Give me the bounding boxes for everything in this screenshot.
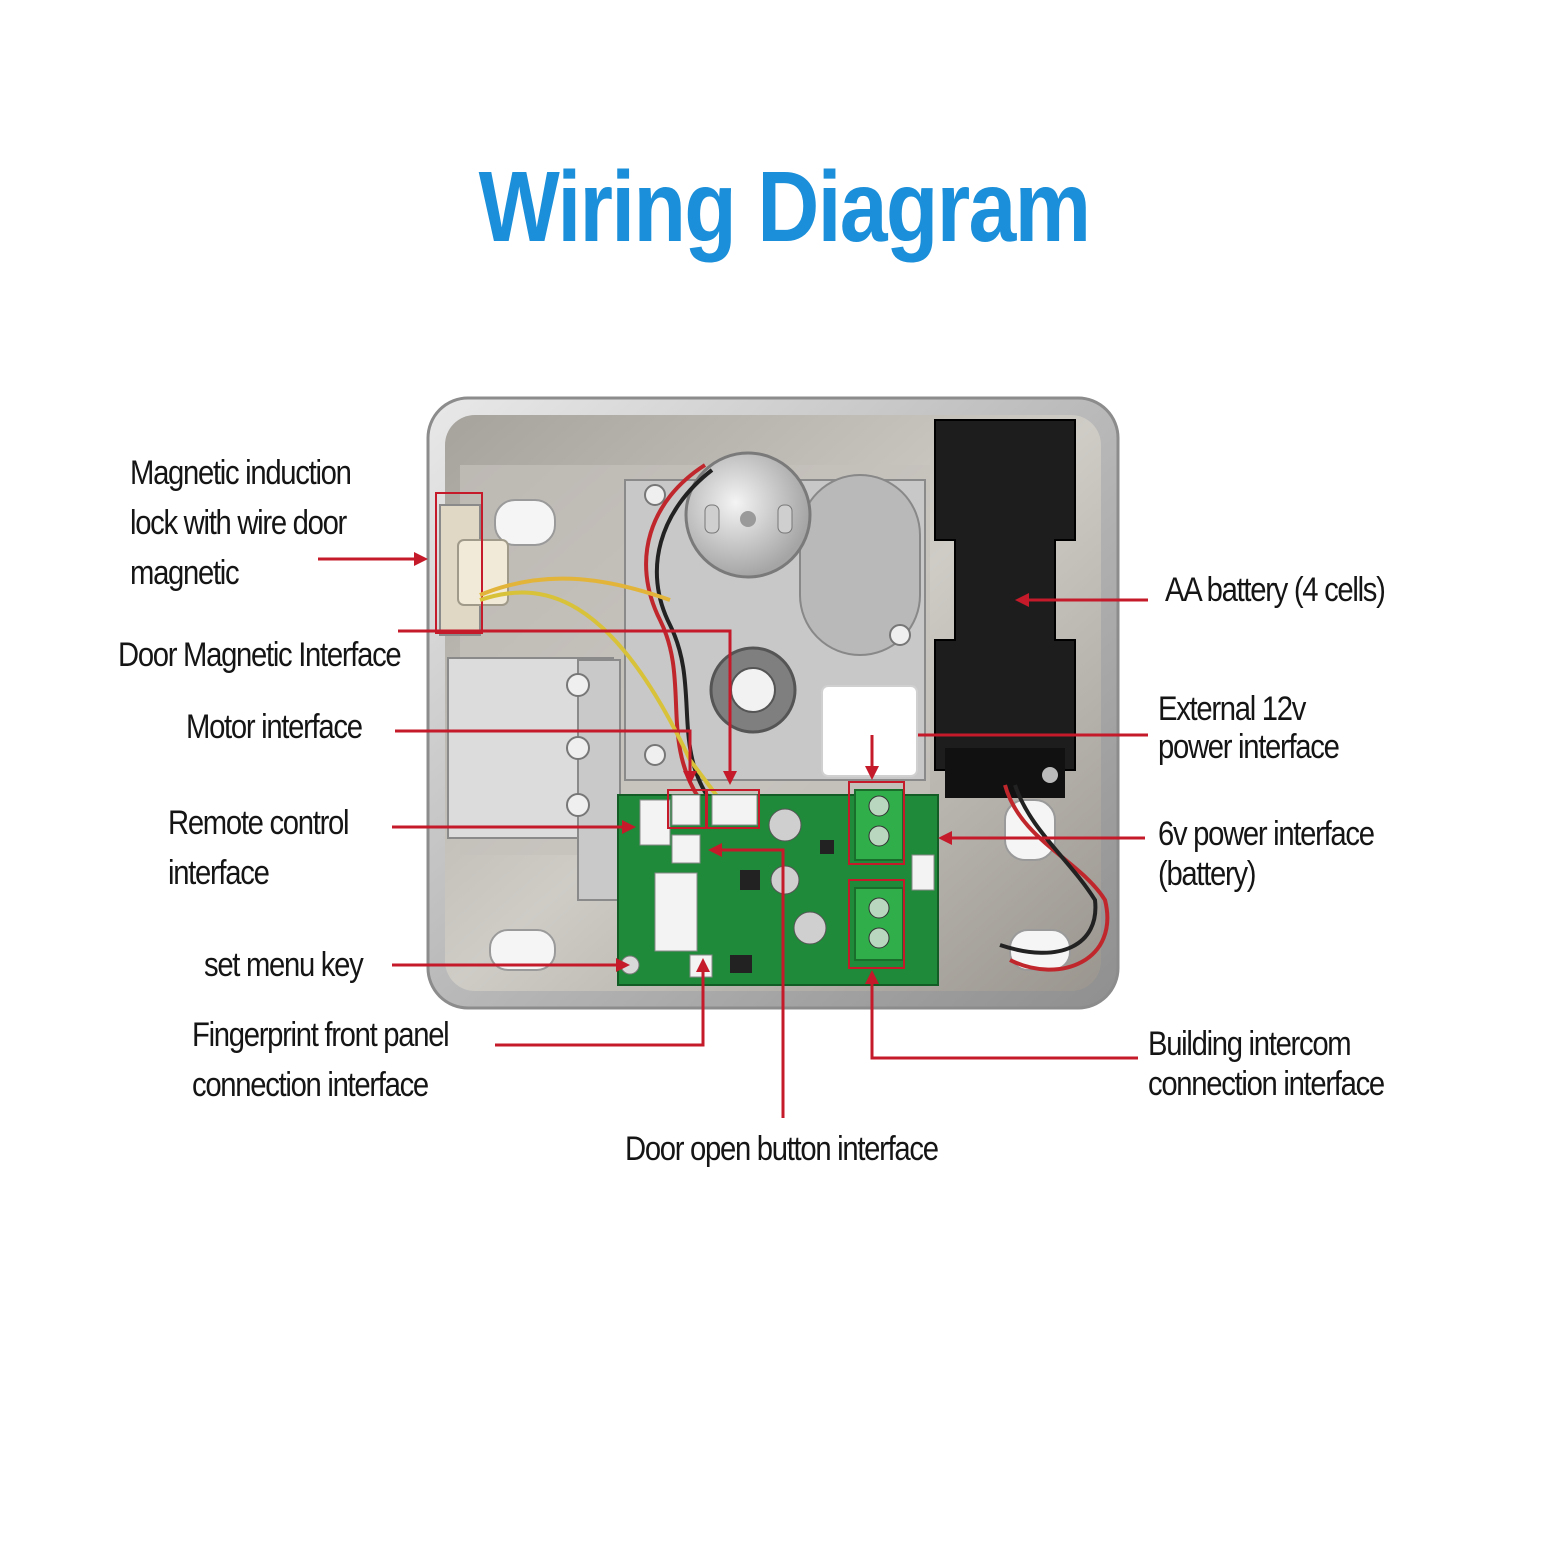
label-door-magnetic-interface: Door Magnetic Interface <box>118 636 402 674</box>
leader-door-magnetic <box>398 629 732 778</box>
external-power-sticker <box>821 685 918 777</box>
label-fingerprint: Fingerprint front panel connection inter… <box>192 1016 450 1104</box>
label-external-12v: External 12v power interface <box>1158 690 1340 766</box>
label-aa-battery: AA battery (4 cells) <box>1165 571 1386 609</box>
page-title: Wiring Diagram <box>478 151 1091 263</box>
highlight-boxes <box>667 781 905 969</box>
leader-fingerprint <box>495 965 705 1047</box>
battery-holder <box>934 419 1110 972</box>
lock-bolt <box>447 657 621 901</box>
label-set-menu-key: set menu key <box>204 946 364 984</box>
label-magnetic-lock: Magnetic induction lock with wire door m… <box>130 454 352 592</box>
leader-intercom <box>870 978 1138 1060</box>
label-6v-power: 6v power interface (battery) <box>1158 815 1375 893</box>
label-motor-interface: Motor interface <box>186 708 363 746</box>
label-building-intercom: Building intercom connection interface <box>1148 1025 1385 1103</box>
label-remote-control: Remote control interface <box>168 804 349 892</box>
leader-lines <box>318 552 1148 1118</box>
label-door-open-button: Door open button interface <box>625 1130 939 1168</box>
magnetic-sensor <box>435 492 509 636</box>
leader-door-open <box>715 848 785 1118</box>
leader-motor <box>395 729 692 778</box>
